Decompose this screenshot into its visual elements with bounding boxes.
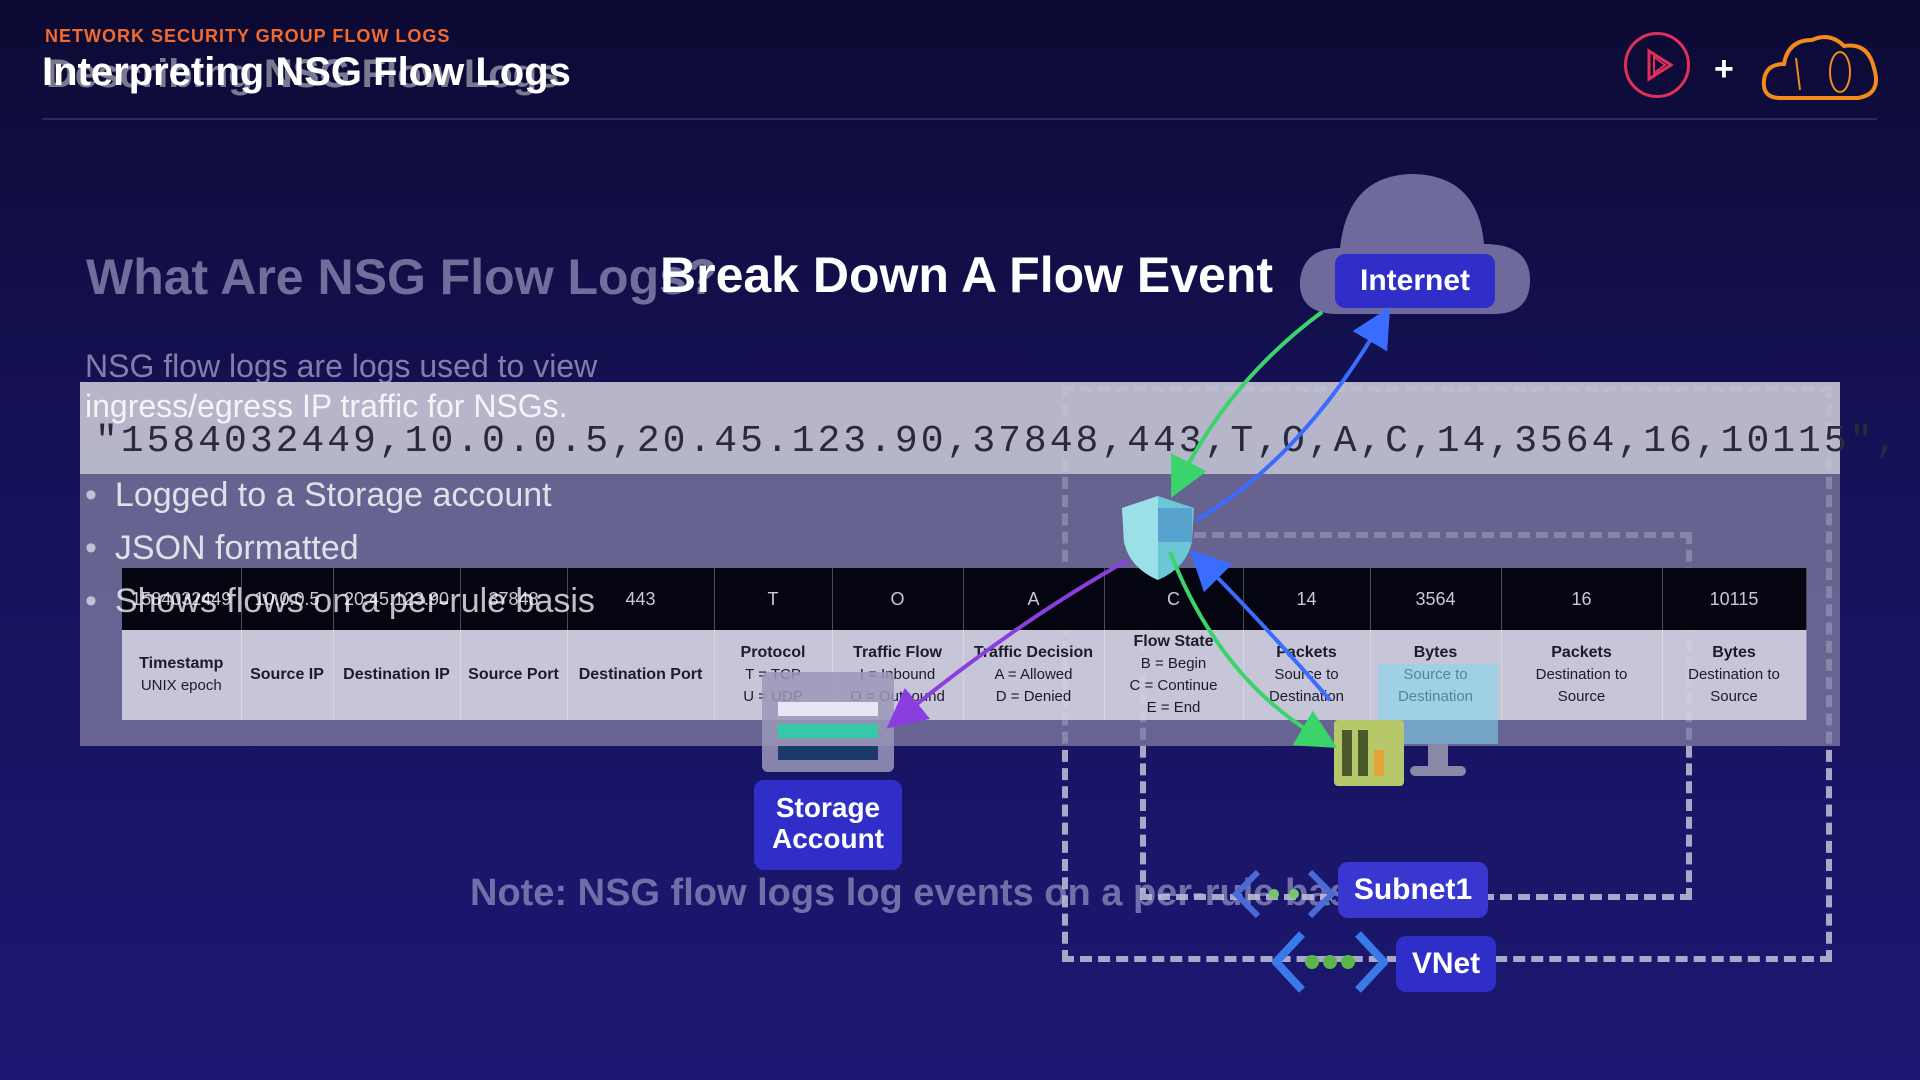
field-title: Protocol (740, 644, 806, 661)
slide-heading: Break Down A Flow Event (660, 247, 1274, 303)
field-title: Bytes (1712, 644, 1756, 661)
field-legend-line: Source (1557, 688, 1606, 705)
field-legend-line: Source (1710, 688, 1758, 705)
field-value: 20.45.123.90 (333, 568, 461, 630)
bullet-item: •Logged to a Storage account (85, 476, 552, 514)
field-title: Timestamp (139, 655, 224, 672)
field-title: Destination Port (578, 666, 703, 683)
field-legend-line: Source to (1274, 666, 1339, 683)
server-icon (1334, 720, 1404, 791)
field-legend-line: C = Continue (1129, 677, 1218, 694)
storage-account-label: Storage Account (754, 780, 902, 870)
vnet-icon (1270, 930, 1390, 999)
log-line-strip (80, 382, 1840, 474)
field-value: 443 (567, 568, 715, 630)
field-legend-line: B = Begin (1140, 655, 1207, 672)
field-value: O (832, 568, 964, 630)
bullet-item: •JSON formatted (85, 529, 359, 567)
field-title: Traffic Flow (853, 644, 942, 661)
play-logo-icon (1624, 32, 1690, 98)
bullet-list: •Logged to a Storage account •JSON forma… (85, 476, 552, 582)
field-title: Traffic Decision (973, 644, 1094, 661)
field-value: 37848 (460, 568, 568, 630)
storage-icon (762, 672, 894, 772)
intro-paragraph-line2: ingress/egress IP traffic for NSGs. (85, 388, 568, 424)
ghost-heading: What Are NSG Flow Logs? (86, 249, 718, 305)
flow-log-line: "1584032449,10.0.0.5,20.45.123.90,37848,… (95, 420, 1902, 463)
field-label: Source Port (460, 630, 568, 720)
field-legend-line: Destination (1268, 688, 1345, 705)
internet-label: Internet (1335, 254, 1495, 308)
field-title: Packets (1276, 644, 1337, 661)
field-title: Source Port (468, 666, 559, 683)
field-legend-line: UNIX epoch (140, 677, 222, 694)
field-legend-line: Destination to (1688, 666, 1780, 683)
footnote: Note: NSG flow logs log events on a per-… (470, 872, 1383, 914)
intro-paragraph-line1: NSG flow logs are logs used to view (85, 348, 598, 384)
plus-icon: + (1714, 50, 1734, 88)
field-label: Source IP (241, 630, 334, 720)
vnet-label: VNet (1396, 936, 1496, 992)
field-legend-line: D = Denied (995, 688, 1072, 705)
field-legend-line: E = End (1146, 699, 1201, 716)
field-label: Traffic Decision A = Allowed D = Denied (963, 630, 1105, 720)
subnet-icon (1231, 866, 1337, 927)
shield-icon (1120, 494, 1196, 587)
field-legend-line: Destination to (1535, 666, 1628, 683)
field-title: Flow State (1133, 633, 1214, 650)
field-title: Source IP (250, 666, 324, 683)
field-title: Bytes (1413, 644, 1458, 661)
field-label: Destination Port (567, 630, 715, 720)
subnet-label: Subnet1 (1338, 862, 1488, 918)
field-value: T (714, 568, 833, 630)
previous-title: Describing NSG Flow Logs (46, 52, 560, 96)
bullet-item: •Shows flows on a per-rule basis (85, 582, 595, 620)
field-value: 3564 (1370, 568, 1502, 630)
section-kicker: NETWORK SECURITY GROUP FLOW LOGS (45, 26, 451, 46)
field-label: Destination IP (333, 630, 461, 720)
field-value: 10115 (1662, 568, 1807, 630)
field-value: 14 (1243, 568, 1371, 630)
field-label: Flow State B = Begin C = Continue E = End (1104, 630, 1244, 720)
field-value: 1584032449 (122, 568, 242, 630)
field-title: Packets (1551, 644, 1612, 661)
cloud-logo-icon (1760, 28, 1880, 109)
header-divider (42, 118, 1877, 120)
field-value: A (963, 568, 1105, 630)
field-value: 10.0.0.5 (241, 568, 334, 630)
field-value: 16 (1501, 568, 1663, 630)
field-title: Destination IP (343, 666, 450, 683)
field-legend-line: A = Allowed (994, 666, 1073, 683)
page-title: Interpreting NSG Flow Logs (42, 50, 571, 94)
